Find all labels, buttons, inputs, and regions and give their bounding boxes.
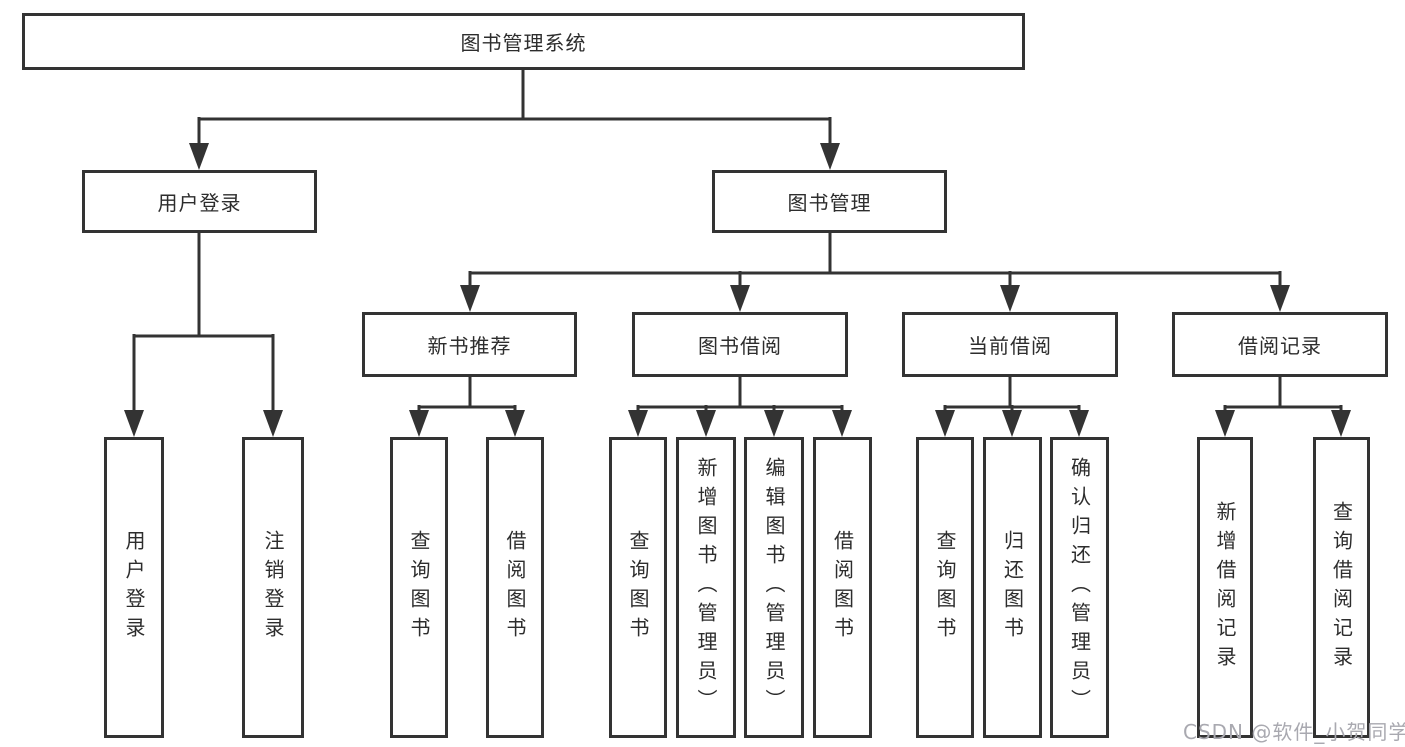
node-current-borrow: 当前借阅 bbox=[902, 312, 1118, 377]
leaf-label: 用户登录 bbox=[122, 529, 146, 646]
leaf-label: 新增图书（管理员） bbox=[694, 457, 718, 718]
node-book-management: 图书管理 bbox=[712, 170, 947, 233]
leaf-bb-add-book-admin: 新增图书（管理员） bbox=[676, 437, 736, 738]
watermark: CSDN @软件_小贺同学 bbox=[1183, 720, 1405, 744]
node-user-login: 用户登录 bbox=[82, 170, 317, 233]
arrowheads bbox=[124, 143, 1351, 437]
node-book-borrow: 图书借阅 bbox=[632, 312, 848, 377]
leaf-label: 注销登录 bbox=[261, 529, 285, 646]
leaf-nb-borrow-book: 借阅图书 bbox=[486, 437, 544, 738]
leaf-br-query-record: 查询借阅记录 bbox=[1313, 437, 1370, 738]
leaf-bb-edit-book-admin: 编辑图书（管理员） bbox=[744, 437, 804, 738]
node-new-book-recommend: 新书推荐 bbox=[362, 312, 577, 377]
leaf-user-login: 用户登录 bbox=[104, 437, 164, 738]
node-label: 借阅记录 bbox=[1238, 334, 1322, 358]
node-label: 新书推荐 bbox=[427, 334, 512, 358]
leaf-label: 归还图书 bbox=[1000, 529, 1025, 646]
node-label: 图书管理 bbox=[787, 191, 872, 215]
node-label: 图书借阅 bbox=[698, 334, 782, 358]
leaf-label: 查询图书 bbox=[407, 529, 431, 646]
leaf-label: 借阅图书 bbox=[503, 529, 527, 646]
leaf-label: 查询借阅记录 bbox=[1329, 500, 1354, 675]
leaf-label: 新增借阅记录 bbox=[1213, 500, 1237, 675]
leaf-label: 确认归还（管理员） bbox=[1067, 457, 1092, 718]
node-label: 用户登录 bbox=[157, 191, 242, 215]
leaf-cb-return-book: 归还图书 bbox=[983, 437, 1042, 738]
leaf-label: 查询图书 bbox=[626, 529, 650, 646]
leaf-bb-borrow-book: 借阅图书 bbox=[813, 437, 872, 738]
leaf-cb-confirm-return-admin: 确认归还（管理员） bbox=[1050, 437, 1109, 738]
node-borrow-record: 借阅记录 bbox=[1172, 312, 1388, 377]
leaf-nb-query-book: 查询图书 bbox=[390, 437, 448, 738]
leaf-label: 编辑图书（管理员） bbox=[762, 457, 786, 718]
node-library-management-system: 图书管理系统 bbox=[22, 13, 1025, 70]
node-label: 图书管理系统 bbox=[460, 31, 587, 55]
leaf-cb-query-book: 查询图书 bbox=[916, 437, 974, 738]
leaf-label: 查询图书 bbox=[933, 529, 957, 646]
leaf-bb-query-book: 查询图书 bbox=[609, 437, 667, 738]
node-label: 当前借阅 bbox=[968, 334, 1052, 358]
leaf-logout: 注销登录 bbox=[242, 437, 304, 738]
leaf-br-add-record: 新增借阅记录 bbox=[1197, 437, 1253, 738]
leaf-label: 借阅图书 bbox=[830, 529, 855, 646]
